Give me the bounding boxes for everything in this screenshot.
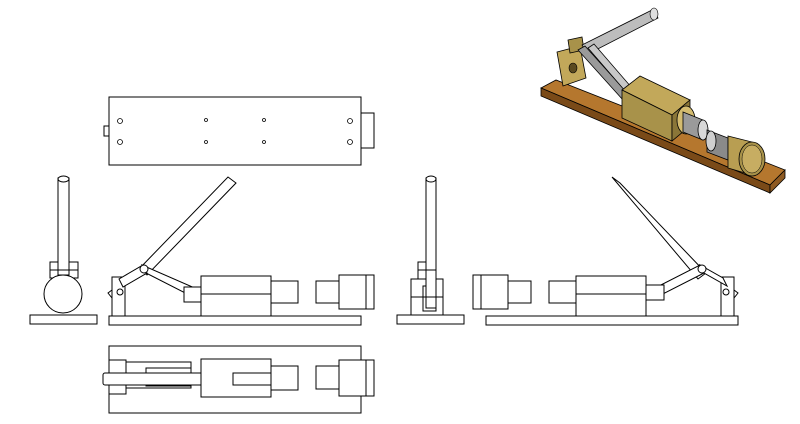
iso-handle-tip xyxy=(649,7,659,21)
side-view-right-handle xyxy=(425,177,437,309)
side-view-right-handle-tip xyxy=(425,175,437,183)
top-view-hole xyxy=(117,118,123,124)
side-view-left-cylinder xyxy=(43,274,83,314)
front-view-left-bracket xyxy=(111,276,126,317)
side-view-right xyxy=(396,175,465,325)
front-view-left-pin xyxy=(116,288,124,296)
front-view-left-slider xyxy=(183,286,204,303)
front-view-left-pin xyxy=(139,264,149,274)
iso-base-side xyxy=(769,169,786,194)
bottom-view-body xyxy=(200,358,272,398)
top-view-hole xyxy=(262,118,266,122)
top-view-tab xyxy=(103,125,110,137)
front-view-left-die xyxy=(315,280,340,304)
front-view-left-base xyxy=(108,315,362,326)
top-view-hole xyxy=(204,118,208,122)
bottom-view-die-holder xyxy=(338,359,375,397)
top-view-hole xyxy=(262,140,266,144)
top-view-hole xyxy=(347,118,353,124)
front-view-right-pin xyxy=(722,288,730,296)
bottom-view-die xyxy=(315,365,340,390)
front-view-left-die-holder xyxy=(338,274,375,310)
top-view-hole xyxy=(347,139,353,145)
front-view-right-ram xyxy=(548,280,577,304)
iso-die-holder-ring xyxy=(741,144,763,174)
side-view-right-base xyxy=(396,314,465,325)
front-view-right xyxy=(472,176,739,326)
iso-bracket-hole xyxy=(568,62,578,74)
front-view-left xyxy=(107,176,375,326)
top-view-hole xyxy=(204,140,208,144)
front-view-left-handle xyxy=(138,176,237,276)
front-view-left-bracket-lip xyxy=(107,289,113,300)
front-view-left-ram xyxy=(270,280,299,304)
front-view-right-handle xyxy=(611,176,707,280)
front-view-right-base xyxy=(485,315,739,326)
front-view-right-die-holder xyxy=(472,274,509,310)
side-view-left-base xyxy=(29,314,98,325)
side-view-left-handle xyxy=(57,177,70,276)
iso-die-face xyxy=(705,130,717,152)
side-view-left-handle-tip xyxy=(57,175,70,183)
front-view-left-body xyxy=(200,275,272,317)
front-view-right-die xyxy=(507,280,532,304)
bottom-view-handle-end xyxy=(232,372,272,386)
front-view-right-bracket xyxy=(720,276,735,317)
isometric-view xyxy=(540,7,786,194)
bottom-view xyxy=(102,345,375,414)
front-view-right-pin xyxy=(697,264,707,274)
top-view-hole xyxy=(117,139,123,145)
top-view-end-block xyxy=(360,112,375,149)
top-view-base-plate xyxy=(108,96,362,166)
top-view xyxy=(103,96,375,166)
front-view-right-bracket-lip xyxy=(733,289,739,300)
front-view-right-slider xyxy=(645,284,665,301)
side-view-left xyxy=(29,175,98,325)
bottom-view-ram xyxy=(270,365,299,391)
front-view-right-body xyxy=(575,275,647,317)
